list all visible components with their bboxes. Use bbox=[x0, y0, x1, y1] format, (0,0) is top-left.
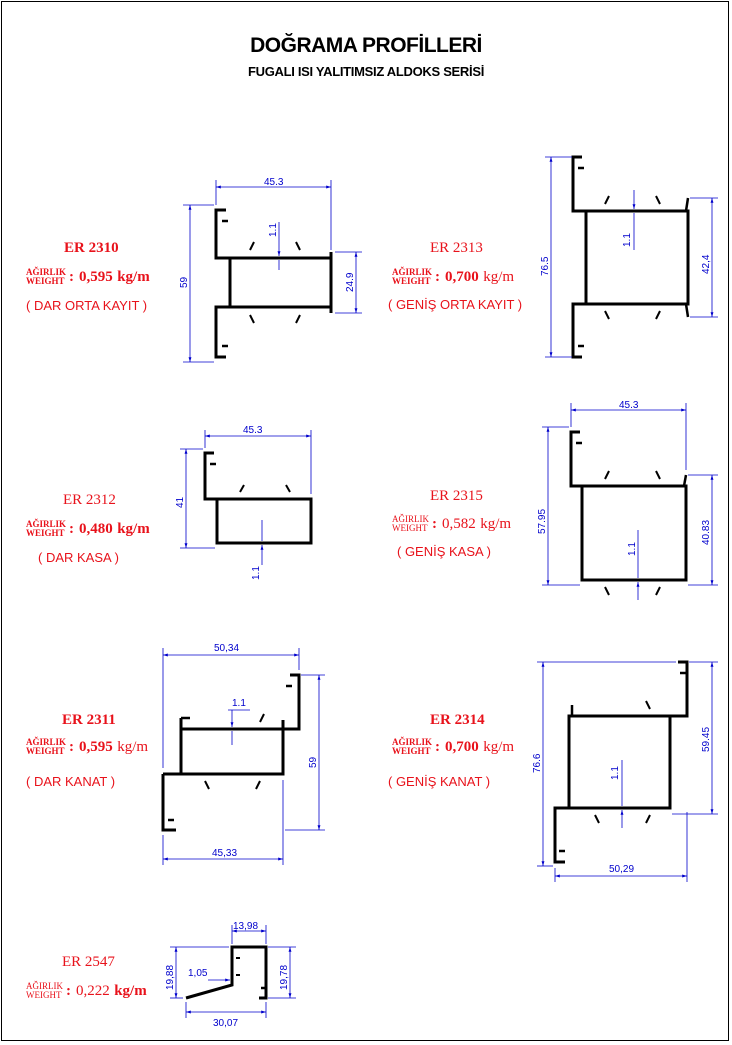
profile-drawing-er2312 bbox=[203, 451, 313, 545]
dimensions-er2311 bbox=[162, 648, 325, 865]
dim-er2315-height: 57.95 bbox=[537, 509, 548, 534]
profile-description-er2313: ( GENİŞ ORTA KAYIT ) bbox=[388, 297, 523, 312]
dim-er2311-wall: 1.1 bbox=[232, 698, 246, 709]
dim-er2310-height: 59 bbox=[179, 276, 190, 288]
dim-er2313-wall: 1.1 bbox=[622, 233, 633, 247]
profile-code-er2311: ER 2311 bbox=[62, 712, 116, 728]
profile-code-er2547: ER 2547 bbox=[62, 954, 115, 970]
profile-description-er2310: ( DAR ORTA KAYIT ) bbox=[26, 298, 148, 313]
dim-er2313-inner: 42,4 bbox=[701, 254, 712, 274]
profile-description-er2315: ( GENİŞ KASA ) bbox=[397, 544, 491, 559]
profile-code-er2312: ER 2312 bbox=[63, 492, 116, 508]
profile-code-er2313: ER 2313 bbox=[430, 240, 483, 256]
profile-drawing-er2314 bbox=[553, 660, 689, 864]
dim-er2314-wall: 1.1 bbox=[610, 766, 621, 780]
dim-er2310-width: 45.3 bbox=[264, 177, 284, 188]
dim-er2315-inner: 40.83 bbox=[701, 520, 712, 545]
dim-er2310-inner: 24.9 bbox=[345, 272, 356, 292]
dim-er2547-height-right: 19,78 bbox=[279, 965, 290, 990]
dim-er2547-height-left: 19,88 bbox=[165, 965, 176, 990]
profile-drawing-er2315 bbox=[569, 430, 688, 596]
dim-er2311-width-top: 50,34 bbox=[214, 643, 239, 654]
profile-code-er2310: ER 2310 bbox=[64, 240, 119, 256]
dim-er2312-width: 45.3 bbox=[243, 425, 263, 436]
profile-drawing-er2313 bbox=[571, 155, 690, 359]
dim-er2547-width-bottom: 30,07 bbox=[213, 1018, 238, 1029]
dim-er2315-width: 45.3 bbox=[619, 400, 639, 411]
dimensions-er2547 bbox=[170, 925, 296, 1018]
dim-er2547-width-top: 13,98 bbox=[233, 921, 258, 932]
dimensions-er2313 bbox=[545, 156, 718, 358]
dim-er2310-wall: 1.1 bbox=[268, 223, 279, 237]
page-subtitle: FUGALI ISI YALITIMSIZ ALDOKS SERİSİ bbox=[247, 64, 485, 79]
profile-drawing-er2310 bbox=[214, 208, 333, 359]
dim-er2314-width: 50,29 bbox=[609, 864, 634, 875]
dim-er2314-inner: 59.45 bbox=[701, 727, 712, 752]
profile-description-er2312: ( DAR KASA ) bbox=[38, 550, 119, 565]
dim-er2312-wall: 1.1 bbox=[251, 566, 262, 580]
profile-description-er2311: ( DAR KANAT ) bbox=[26, 774, 116, 789]
dim-er2314-height: 76.6 bbox=[532, 753, 543, 773]
dimensions-er2310 bbox=[183, 180, 362, 363]
dim-er2313-height: 76.5 bbox=[540, 256, 551, 276]
profile-description-er2314: ( GENİŞ KANAT ) bbox=[388, 774, 491, 789]
dimensions-er2314 bbox=[537, 661, 718, 882]
dim-er2311-width-bottom: 45,33 bbox=[212, 848, 237, 859]
page-title: DOĞRAMA PROFİLLERİ bbox=[250, 34, 482, 57]
profile-code-er2314: ER 2314 bbox=[430, 712, 485, 728]
dim-er2311-height: 59 bbox=[308, 756, 319, 768]
profile-drawing-er2547 bbox=[185, 945, 268, 1000]
dim-er2315-wall: 1.1 bbox=[627, 542, 638, 556]
dimensions-er2315 bbox=[542, 403, 718, 600]
dim-er2312-height: 41 bbox=[175, 496, 186, 508]
dim-er2547-wall: 1,05 bbox=[188, 968, 208, 979]
dimensions-er2312 bbox=[180, 430, 312, 565]
profile-drawing-er2311 bbox=[161, 673, 301, 832]
profile-code-er2315: ER 2315 bbox=[430, 488, 483, 504]
